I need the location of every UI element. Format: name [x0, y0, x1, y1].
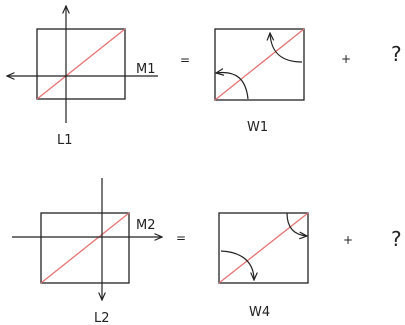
- row1-rect: [36, 28, 126, 100]
- row1-equals-sign: =: [180, 53, 190, 67]
- row1-result-diagonal: [214, 28, 305, 101]
- row2-result-label: W4: [249, 305, 270, 320]
- row1-axes-figure: [7, 6, 158, 123]
- row2-unknown: ?: [391, 227, 402, 251]
- row1-result-rect: [214, 28, 305, 101]
- row2: L2 M2 = W4 + ?: [12, 178, 402, 325]
- row2-plus-sign: +: [343, 233, 353, 247]
- row1-plus-sign: +: [341, 52, 351, 66]
- row2-rotate-arrow-top: [286, 212, 307, 236]
- row2-mid-label: M2: [136, 218, 156, 233]
- row1-mid-label: M1: [136, 62, 156, 77]
- row1-rotate-arrow-top: [270, 33, 303, 63]
- row1-result-figure: [214, 28, 305, 101]
- row2-rotate-arrow-bottom: [220, 250, 254, 280]
- row2-result-figure: [218, 212, 309, 284]
- row1-diagonal: [36, 28, 126, 100]
- row1-left-label: L1: [57, 133, 73, 148]
- row2-equals-sign: =: [176, 231, 186, 245]
- row2-left-label: L2: [94, 311, 110, 325]
- row2-result-diagonal: [218, 212, 309, 284]
- row2-rect: [40, 212, 130, 284]
- row2-diagonal: [40, 212, 130, 284]
- row1: L1 M1 = W1 + ?: [7, 6, 402, 148]
- row1-result-label: W1: [247, 120, 268, 135]
- row2-result-rect: [218, 212, 309, 284]
- row1-unknown: ?: [391, 42, 402, 66]
- row1-rotate-arrow-bottom: [216, 72, 249, 100]
- row2-axes-figure: [12, 178, 162, 300]
